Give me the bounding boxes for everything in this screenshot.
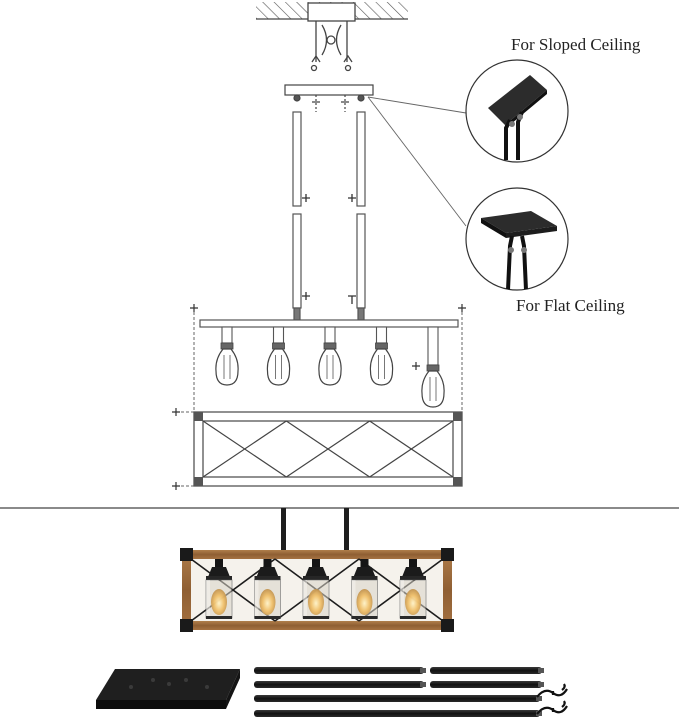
sloped-ceiling-caption: For Sloped Ceiling (511, 35, 641, 54)
plus-marks (302, 194, 356, 304)
product-downrods (281, 508, 349, 552)
product-lamp (351, 559, 378, 619)
product-lamp (254, 559, 281, 619)
rod-right-lower (356, 213, 366, 309)
rod-left-upper (292, 111, 302, 207)
frame-corner-plates (194, 412, 462, 486)
flat-ceiling-callout (465, 187, 569, 291)
downrod (254, 681, 426, 688)
callout-leaders (367, 96, 467, 227)
product-lamp (205, 559, 233, 619)
bulb-drawing (318, 326, 342, 386)
downrod (254, 695, 542, 702)
downrod-drawing (292, 111, 366, 321)
product-lamps (205, 559, 427, 619)
rod-right-upper (356, 111, 366, 207)
downrod (430, 667, 544, 674)
bulbs-drawing (215, 326, 445, 408)
sloped-ceiling-callout (465, 59, 569, 163)
ceiling-bracket (307, 2, 356, 72)
downrod (254, 710, 542, 717)
bulb-drawing (215, 326, 239, 386)
product-lamp (399, 559, 427, 619)
fixture-top-bar (199, 319, 459, 328)
bulb-drawing (369, 326, 394, 386)
canopy-part (96, 669, 240, 709)
mounting-plate (284, 84, 374, 112)
flat-ceiling-caption: For Flat Ceiling (516, 296, 625, 315)
dimension-ticks (172, 304, 466, 490)
frame-cross (202, 420, 454, 478)
rod-left-lower (292, 213, 302, 309)
downrod-parts (254, 667, 544, 717)
downrod (254, 667, 426, 674)
chain-hooks (536, 683, 568, 715)
downrod (430, 681, 544, 688)
bulb-drawing (421, 326, 445, 408)
bulb-drawing (266, 326, 291, 386)
product-lamp (302, 559, 330, 619)
